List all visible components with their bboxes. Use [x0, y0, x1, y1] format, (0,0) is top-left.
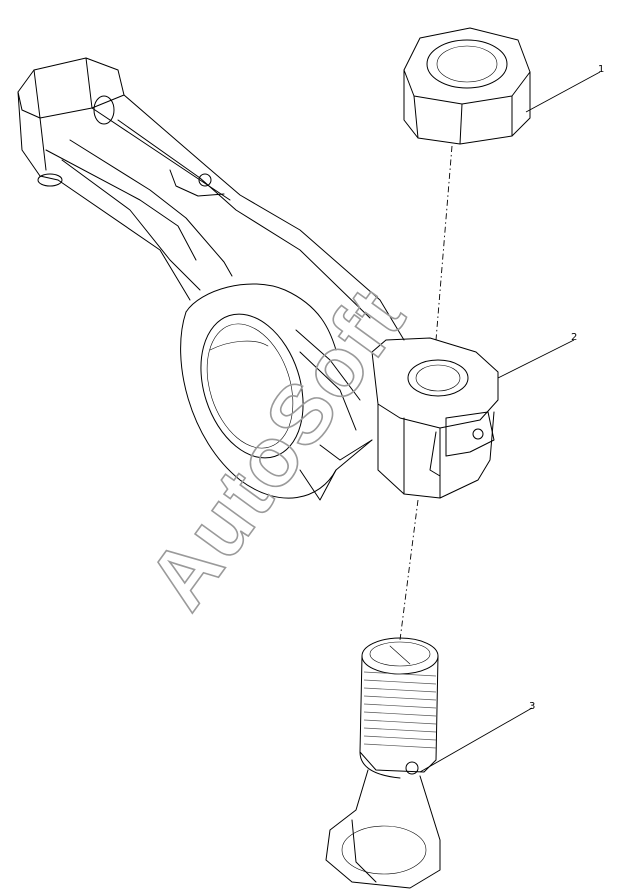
assembly-axis-lines [399, 145, 453, 641]
callout-2: 2 [571, 332, 577, 343]
screw-thread [363, 671, 437, 749]
rocker-arm [17, 57, 499, 501]
hex-nut [403, 27, 531, 145]
leader-lines [419, 71, 601, 773]
watermark-text: AutoSoft [130, 270, 424, 625]
callout-3: 3 [529, 701, 535, 712]
callout-1: 1 [598, 64, 604, 75]
